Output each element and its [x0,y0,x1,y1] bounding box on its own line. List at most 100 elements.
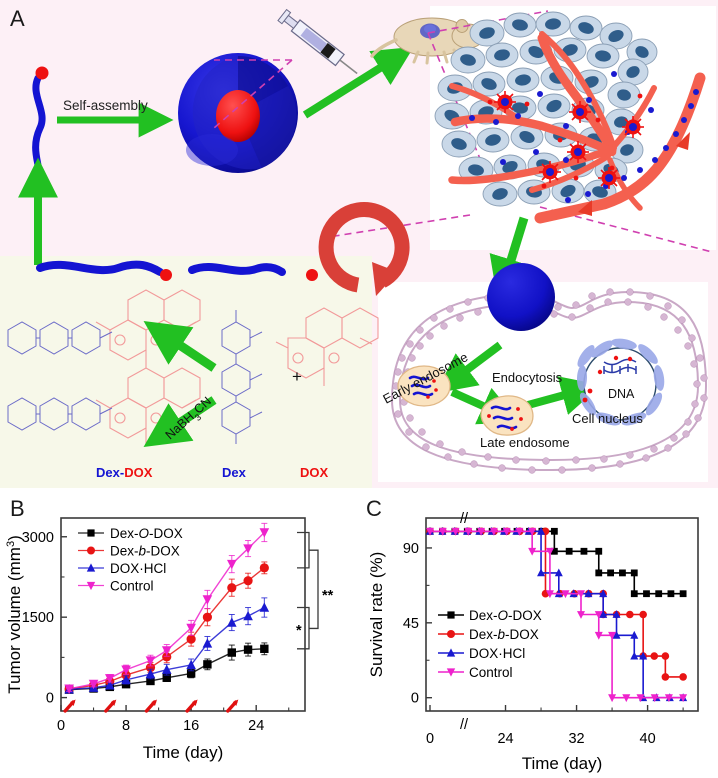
data-point [630,590,638,598]
data-point [438,527,447,536]
cell-nucleus-label: Cell nucleus [572,411,643,426]
data-point [86,581,96,591]
data-point [584,589,593,598]
dex-dox-chain-icon [36,260,172,281]
panel-letter-b: B [10,496,25,521]
plus-sign: + [292,367,302,386]
data-point [202,638,213,648]
legend-label-3: Control [469,665,513,680]
data-point [489,527,498,536]
dex-dox-structure-2 [95,367,201,446]
data-point [202,612,212,622]
legend-label-3: Control [110,579,154,594]
data-point [636,694,645,703]
data-point [537,526,546,535]
legend-label-1: Dex-b-DOX [110,544,180,559]
panel-a-schematic: Self-assembly [7,8,713,480]
data-point [619,569,626,577]
y-axis-title: Tumor volume (mm3) [5,535,24,694]
dna-label: DNA [608,387,635,401]
data-point [626,610,634,619]
data-point [86,563,96,572]
data-point [612,610,621,618]
data-point [227,583,237,593]
data-point [594,611,603,619]
y-tick-label: 0 [411,691,419,707]
dox-dot-icon [306,269,318,281]
x-axis-title: Time (day) [522,754,603,773]
dox-structure [275,307,379,386]
legend-label-2: DOX·HCl [469,646,525,661]
data-point [599,589,608,598]
tumor-mass-icon [434,11,658,207]
legend-label-0: Dex-O-DOX [110,526,183,541]
late-endosome-icon [480,395,534,436]
y-tick-label: 90 [403,541,419,557]
x-tick-label: 8 [122,718,130,734]
sig-double-star: ** [322,588,334,604]
data-point [186,623,196,634]
data-point [446,668,456,677]
y-axis-title: Survival rate (%) [367,552,386,678]
data-point [446,648,456,657]
data-point [161,664,172,674]
data-point [162,673,171,682]
data-point [87,529,95,537]
series-step-line [430,530,684,595]
data-point [88,679,99,690]
y-tick-label: 1500 [22,610,54,626]
dextran-backbone-2 [7,397,113,431]
data-point [186,669,196,678]
data-point [162,652,172,662]
data-point [186,634,196,644]
axis-break-top: // [460,511,469,527]
data-point [679,673,687,681]
endocytosis-label: Endocytosis [492,370,563,385]
data-point [146,676,155,686]
plot-frame [425,517,699,712]
data-point [650,694,659,703]
injection-arrow-marker [144,699,157,713]
panel-letter-c: C [366,496,382,521]
x-tick-label: 40 [640,731,656,747]
data-point [260,644,269,654]
data-point [599,610,608,618]
data-point [639,651,648,660]
reaction-arrow-up-icon [143,321,217,372]
y-tick-label: 3000 [22,530,54,546]
data-point [565,547,573,555]
data-point [105,680,115,690]
data-point [679,694,688,703]
significance-brackets [297,531,319,650]
data-point [650,652,659,660]
data-point [203,660,212,669]
data-point [227,559,237,570]
data-point [639,610,647,619]
data-point [502,527,511,536]
data-point [661,673,670,681]
data-point [655,590,663,598]
syringe-icon [277,8,358,75]
injection-arrow-marker [185,699,198,713]
data-point [561,590,570,599]
nucleus-arrow [526,376,602,415]
degradation-cycle-arrow-icon [318,202,410,296]
injection-arrow-marker [226,699,239,713]
tumor-vasculature-icon [448,31,706,224]
series-step-line [430,530,684,678]
data-point [259,563,269,573]
dextran-backbone-1 [7,321,113,355]
sig-single-star: * [296,623,302,639]
y-tick-label: 0 [46,691,54,707]
x-tick-label: 0 [426,731,434,747]
axis-break-bottom: // [460,717,469,733]
dex-structure [221,310,263,444]
data-point [608,694,617,703]
data-point [612,630,621,639]
data-point [515,527,524,536]
data-point [243,610,253,621]
endosome-arrow-1 [435,341,503,394]
data-point [227,648,236,657]
